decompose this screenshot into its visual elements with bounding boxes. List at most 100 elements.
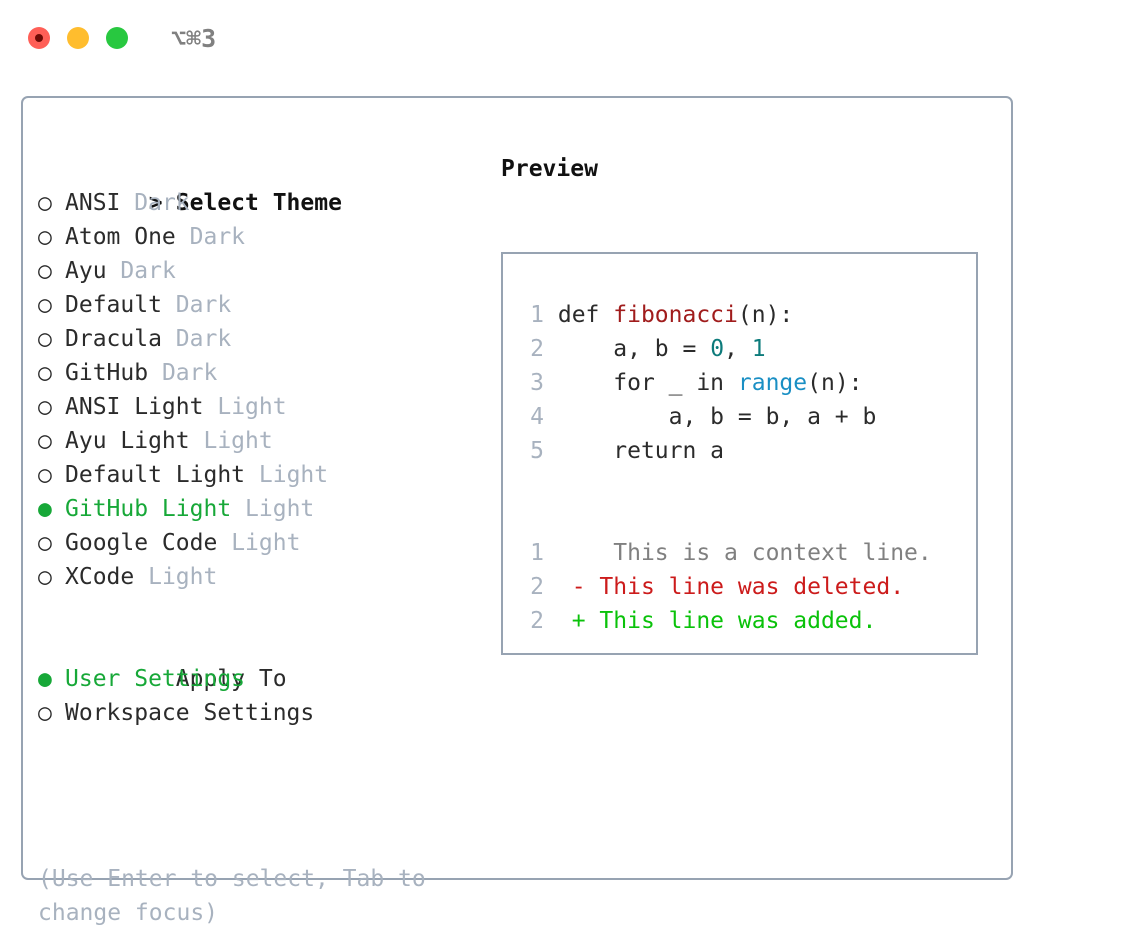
radio-selected-icon[interactable]: ● — [38, 496, 52, 522]
theme-list-item[interactable]: ● GitHub Light Light — [38, 492, 488, 526]
diff-line: 2 + This line was added. — [520, 604, 932, 638]
spacer-text — [176, 224, 190, 250]
blank-line — [520, 502, 932, 536]
spacer-text — [148, 360, 162, 386]
code-token: range — [737, 370, 808, 396]
code-token: for _ in — [557, 370, 738, 396]
theme-name: GitHub Light — [65, 496, 232, 522]
theme-name: ANSI — [65, 190, 121, 216]
radio-unselected-icon[interactable]: ○ — [38, 462, 52, 488]
gutter-gap — [544, 302, 558, 328]
gutter-gap — [544, 404, 558, 430]
blank-line — [520, 468, 932, 502]
theme-variant-tag: Light — [245, 496, 315, 522]
window-close-icon — [35, 34, 43, 42]
code-token: 1 — [751, 336, 766, 362]
code-line: 3 for _ in range(n): — [520, 366, 932, 400]
theme-list-header-label: Select Theme — [175, 190, 342, 216]
theme-list-item[interactable]: ○ Atom One Dark — [38, 220, 488, 254]
diff-text: This line was deleted. — [585, 574, 905, 600]
keyboard-hint: (Use Enter to select, Tab to change focu… — [38, 862, 458, 930]
theme-name: Atom One — [65, 224, 176, 250]
apply-to-label: Workspace Settings — [65, 700, 315, 726]
diff-sign: + — [571, 608, 586, 634]
spacer-text — [245, 462, 259, 488]
theme-list-item[interactable]: ○ Google Code Light — [38, 526, 488, 560]
radio-unselected-icon[interactable]: ○ — [38, 190, 52, 216]
keyboard-hint-line-1: (Use Enter to select, Tab to — [38, 866, 426, 892]
title-bar: ⌥⌘3 — [0, 0, 1140, 78]
theme-list-item[interactable]: ○ Ayu Dark — [38, 254, 488, 288]
radio-unselected-icon[interactable]: ○ — [38, 394, 52, 420]
preview-title: Preview — [501, 156, 598, 182]
theme-variant-tag: Light — [217, 394, 287, 420]
spacer-text — [120, 190, 134, 216]
diff-line: 1 This is a context line. — [520, 536, 932, 570]
theme-list-item[interactable]: ○Dracula Dark — [38, 322, 488, 356]
radio-unselected-icon[interactable]: ○ — [38, 360, 52, 386]
theme-name: Google Code — [65, 530, 218, 556]
theme-name: Dracula — [65, 326, 162, 352]
line-number: 2 — [530, 608, 544, 634]
theme-list-item[interactable]: ○ GitHub Dark — [38, 356, 488, 390]
theme-variant-tag: Dark — [189, 224, 246, 250]
code-line: 1 def fibonacci(n): — [520, 298, 932, 332]
code-line: 4 a, b = b, a + b — [520, 400, 932, 434]
radio-selected-icon[interactable]: ● — [38, 666, 52, 692]
window-minimize-button[interactable] — [67, 27, 89, 49]
line-number: 4 — [530, 404, 544, 430]
theme-variant-tag: Dark — [161, 360, 218, 386]
radio-unselected-icon[interactable]: ○ — [38, 564, 52, 590]
theme-name: XCode — [65, 564, 135, 590]
apply-to-list: ●User Settings ○ Workspace Settings — [38, 662, 488, 730]
diff-sign — [572, 540, 586, 566]
theme-list-header: >Select Theme — [38, 152, 488, 216]
code-token: a, b = b, a + b — [557, 404, 877, 430]
preview-column: Preview 1 def fibonacci(n):2 a, b = 0, 1… — [501, 152, 1001, 655]
line-number: 2 — [530, 574, 544, 600]
spacer-text — [190, 428, 204, 454]
theme-list-item[interactable]: ○ XCode Light — [38, 560, 488, 594]
spacer-text — [231, 496, 245, 522]
keyboard-shortcut-label: ⌥⌘3 — [171, 24, 217, 53]
gutter-gap — [544, 336, 558, 362]
theme-list-item[interactable]: ○ ANSI Light Light — [38, 390, 488, 424]
gutter-gap — [544, 438, 558, 464]
theme-name: GitHub — [65, 360, 149, 386]
theme-list: ○ ANSI Dark ○ Atom One Dark ○ Ayu Dark ○Defaul… — [38, 186, 488, 594]
diff-text: This is a context line. — [585, 540, 932, 566]
radio-unselected-icon[interactable]: ○ — [38, 224, 52, 250]
radio-unselected-icon[interactable]: ○ — [38, 428, 52, 454]
theme-list-item[interactable]: ○Default Dark — [38, 288, 488, 322]
theme-list-item[interactable]: ○Default Light Light — [38, 458, 488, 492]
spacer-text — [162, 292, 176, 318]
theme-variant-tag: Dark — [134, 190, 190, 216]
radio-unselected-icon[interactable]: ○ — [38, 326, 52, 352]
theme-list-item[interactable]: ○ ANSI Dark — [38, 186, 488, 220]
gutter-gap — [544, 540, 572, 566]
radio-unselected-icon[interactable]: ○ — [38, 258, 52, 284]
theme-name: Ayu Light — [65, 428, 190, 454]
spacer-text — [203, 394, 217, 420]
window-maximize-button[interactable] — [106, 27, 128, 49]
theme-variant-tag: Dark — [120, 258, 176, 284]
theme-variant-tag: Light — [148, 564, 218, 590]
apply-to-item[interactable]: ●User Settings — [38, 662, 488, 696]
theme-variant-tag: Light — [258, 462, 329, 488]
section-spacer — [38, 594, 488, 628]
code-token: a, b = — [557, 336, 711, 362]
theme-variant-tag: Light — [231, 530, 301, 556]
theme-name: Ayu — [65, 258, 107, 284]
radio-unselected-icon[interactable]: ○ — [38, 700, 52, 726]
radio-unselected-icon[interactable]: ○ — [38, 530, 52, 556]
theme-selector-column: >Select Theme ○ ANSI Dark ○ Atom One Dark ○ A… — [38, 152, 488, 730]
theme-name: ANSI Light — [65, 394, 204, 420]
radio-unselected-icon[interactable]: ○ — [38, 292, 52, 318]
code-line: 2 a, b = 0, 1 — [520, 332, 932, 366]
code-token: fibonacci — [613, 302, 738, 328]
code-token: , — [724, 336, 752, 362]
code-token: (n): — [807, 370, 863, 396]
theme-list-item[interactable]: ○Ayu Light Light — [38, 424, 488, 458]
apply-to-item[interactable]: ○ Workspace Settings — [38, 696, 488, 730]
